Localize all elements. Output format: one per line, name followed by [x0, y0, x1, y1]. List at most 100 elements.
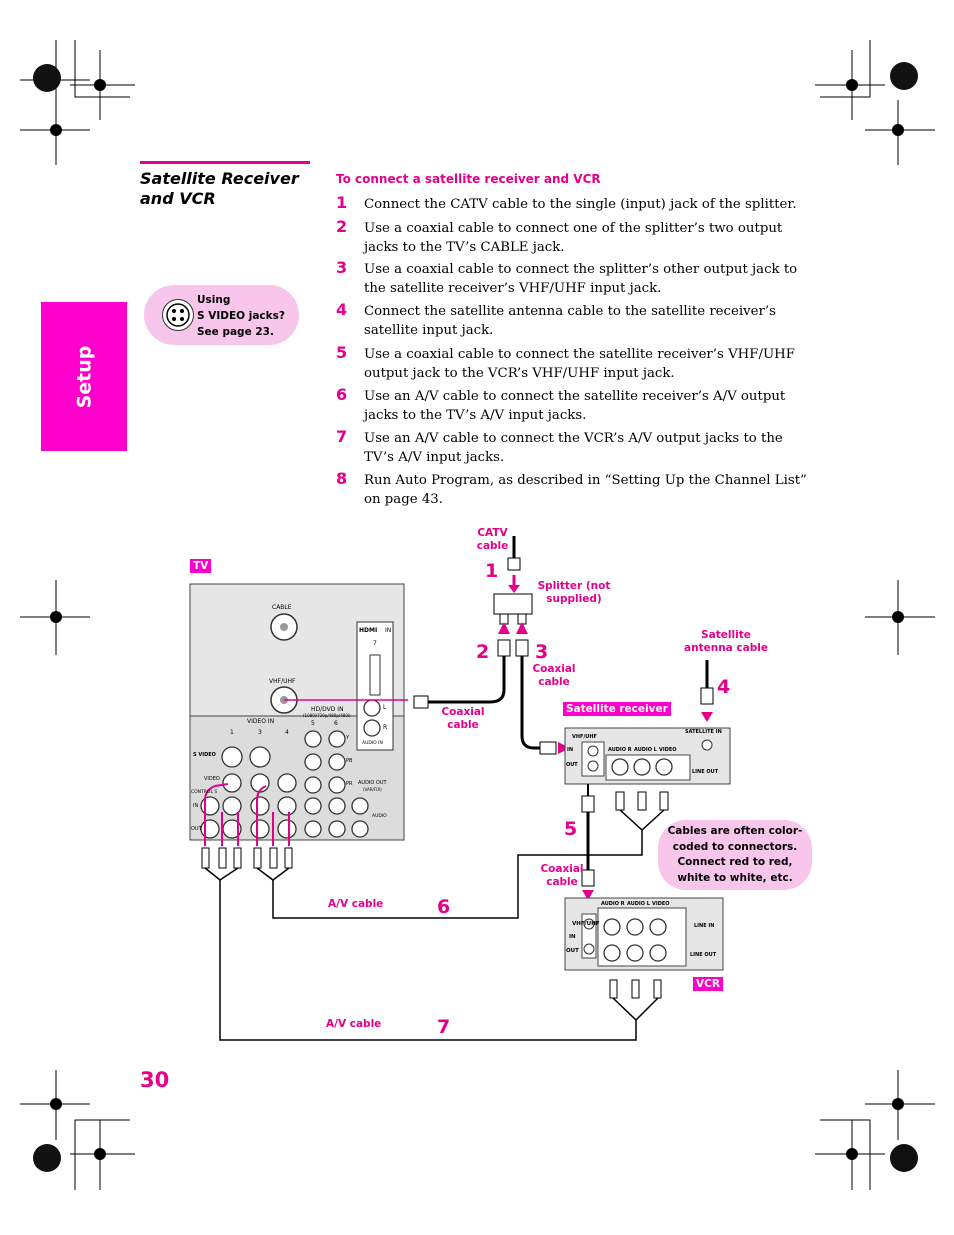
step-number: 2 — [336, 217, 348, 236]
cable-note: Cables are often color-coded to connecto… — [667, 825, 803, 884]
step-text: Use a coaxial cable to connect the satel… — [364, 347, 795, 381]
step-number: 1 — [336, 193, 348, 212]
tv-l-text: L — [383, 704, 387, 711]
tv-audio-text: AUDIO — [372, 814, 387, 819]
vcr-out-text: OUT — [566, 948, 579, 954]
step-text: Use a coaxial cable to connect one of th… — [364, 221, 783, 255]
tv-vhf-uhf-text: VHF/UHF — [269, 678, 296, 685]
tv-hd-col-5: 5 — [311, 720, 315, 727]
coaxial-cable-label-3: Coaxial cable — [532, 663, 576, 688]
tv-video-col-3: 3 — [258, 729, 262, 736]
vcr-in-text: IN — [569, 934, 576, 940]
splitter-label: Splitter (not supplied) — [537, 580, 611, 605]
tv-r-text: R — [383, 724, 388, 731]
sat-out-text: OUT — [566, 762, 578, 768]
tv-ctrl-out-text: OUT — [191, 826, 202, 832]
vcr-vhf-uhf-text: VHF/UHF — [572, 921, 600, 927]
arrow-2 — [498, 622, 510, 634]
section-title: Satellite Receiver and VCR — [140, 169, 299, 208]
tv-label: TV — [190, 559, 212, 573]
av-insert-arrows — [204, 783, 290, 846]
tv-y-text: Y — [346, 735, 350, 741]
coax-to-tv — [426, 656, 506, 704]
av-cable-6 — [619, 809, 665, 832]
step-number: 8 — [336, 469, 348, 488]
tv-hdmi-num-text: 7 — [373, 640, 377, 647]
tv-video-in-text: VIDEO IN — [247, 718, 275, 725]
diagram-number-1: 1 — [485, 560, 499, 582]
sat-audio-r-text: AUDIO R — [608, 747, 632, 753]
sat-line-out-text: LINE OUT — [692, 769, 719, 775]
step-number: 4 — [336, 300, 348, 319]
sat-vhf-uhf-text: VHF/UHF — [572, 734, 597, 740]
tv-ctrl-in-text: IN — [193, 803, 199, 809]
step-number: 6 — [336, 385, 348, 404]
tv-audio-in-text: AUDIO IN — [362, 741, 383, 746]
sat-satellite-in-text: SATELLITE IN — [685, 729, 722, 735]
vcr-line-out-text: LINE OUT — [690, 952, 717, 958]
vcr-audio-l-text: AUDIO L — [627, 901, 650, 907]
step-text: Run Auto Program, as described in “Setti… — [364, 473, 807, 507]
satellite-antenna-label: Satellite antenna cable — [684, 629, 768, 654]
coax-to-sat — [520, 656, 540, 750]
vcr-label: VCR — [693, 977, 723, 991]
diagram-number-3: 3 — [535, 641, 549, 663]
step-number: 3 — [336, 258, 348, 277]
step-text: Use an A/V cable to connect the VCR’s A/… — [364, 431, 783, 465]
tv-var-fix-text: (VAR/FIX) — [363, 787, 382, 792]
vcr-video-text: VIDEO — [652, 901, 670, 907]
catv-connector — [507, 557, 521, 571]
hdmi-port — [369, 654, 381, 696]
diagram-number-5: 5 — [564, 818, 578, 840]
coaxial-cable-label-2: Coaxial cable — [441, 706, 485, 731]
coaxial-cable-label-5: Coaxial cable — [540, 863, 584, 888]
sat-in-text: IN — [567, 747, 574, 753]
tv-hdmi-in-text: IN — [385, 627, 392, 634]
tip-text: Using S VIDEO jacks? See page 23. — [197, 294, 285, 338]
tv-audio-in-jacks — [363, 699, 381, 737]
tv-video-col-1: 1 — [230, 729, 234, 736]
section-rule — [140, 161, 310, 164]
tv-video-text: VIDEO — [204, 776, 220, 782]
tv-pb-text: PB — [346, 758, 353, 764]
tv-cable-text: CABLE — [272, 604, 292, 611]
tv-audio-out-text: AUDIO OUT — [358, 780, 387, 786]
diagram-number-2: 2 — [476, 641, 490, 663]
subhead: To connect a satellite receiver and VCR — [336, 172, 601, 186]
setup-tab — [41, 302, 127, 451]
vcr-audio-r-text: AUDIO R — [601, 901, 625, 907]
tv-pr-text: PR — [346, 781, 353, 787]
sat-audio-l-text: AUDIO L — [634, 747, 657, 753]
arrow-to-sat — [558, 742, 570, 754]
sat-video-text: VIDEO — [659, 747, 677, 753]
tv-s-video-text: S VIDEO — [193, 752, 216, 758]
splitter — [493, 593, 533, 615]
tv-video-col-4: 4 — [285, 729, 289, 736]
av-cable-label-7: A/V cable — [326, 1018, 382, 1030]
diagram-number-4: 4 — [717, 676, 731, 698]
arrow-3 — [516, 622, 528, 634]
satellite-in-jack — [701, 739, 713, 751]
tv-hd-dvd-sub-text: (1080i/720p/480p/480i) — [303, 713, 351, 718]
step-text: Connect the CATV cable to the single (in… — [364, 197, 797, 212]
vcr-line-in-text: LINE IN — [694, 923, 715, 929]
satellite-antenna-connector — [700, 687, 714, 705]
step-text: Connect the satellite antenna cable to t… — [364, 304, 776, 338]
tv-hd-dvd-in-text: HD/DVD IN — [311, 706, 344, 713]
s-video-icon — [162, 299, 194, 331]
step-text: Use an A/V cable to connect the satellit… — [364, 389, 786, 423]
catv-label: CATV cable — [476, 527, 509, 552]
av-cable-label-6: A/V cable — [328, 898, 384, 910]
coax-connector-tv — [413, 695, 429, 709]
step-number: 5 — [336, 343, 348, 362]
satellite-receiver-label: Satellite receiver — [563, 702, 671, 716]
cable-note-bubble — [658, 820, 812, 890]
tv-av-jacks — [200, 730, 369, 839]
av-cable-7 — [612, 997, 659, 1022]
diagram-number-6: 6 — [437, 896, 451, 918]
tv-control-s-text: CONTROL S — [191, 790, 218, 795]
diagram-number-7: 7 — [437, 1016, 451, 1038]
step-text: Use a coaxial cable to connect the split… — [364, 262, 798, 296]
